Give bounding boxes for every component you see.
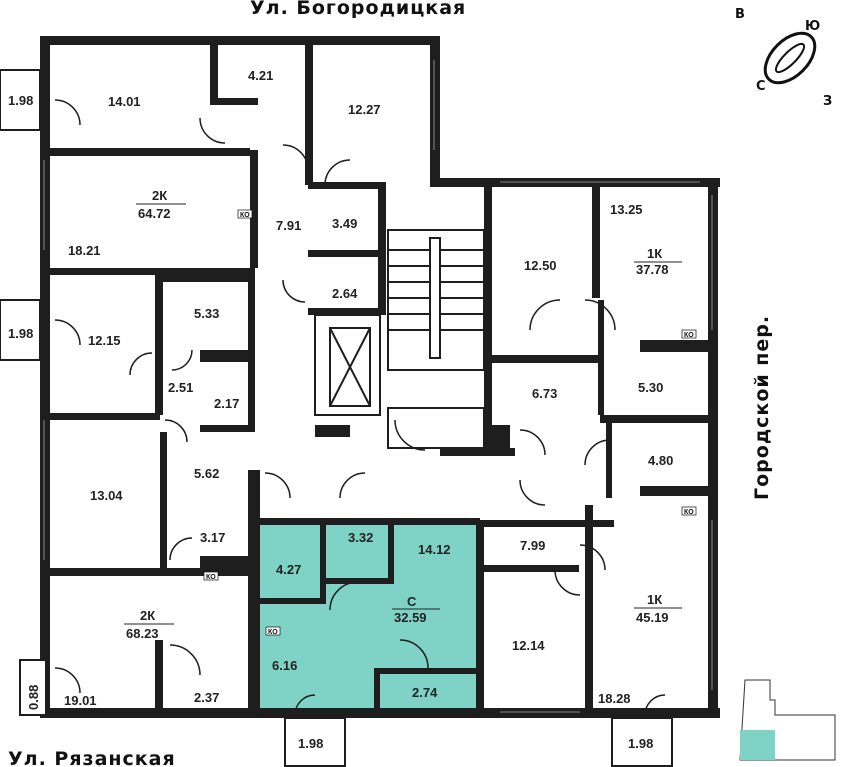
apt-s-area: 32.59 bbox=[394, 610, 427, 625]
balcony-br-area: 1.98 bbox=[628, 736, 653, 751]
room-14-01: 14.01 bbox=[108, 94, 141, 109]
room-5-33: 5.33 bbox=[194, 306, 219, 321]
compass-icon: В Ю С З bbox=[735, 7, 832, 109]
ko-markers: КО КО КО КО КО bbox=[203, 209, 697, 636]
balcony-bc-area: 1.98 bbox=[298, 736, 323, 751]
room-18-21: 18.21 bbox=[68, 243, 101, 258]
room-19-01: 19.01 bbox=[64, 693, 97, 708]
room-4-27: 4.27 bbox=[276, 562, 301, 577]
balcony-ml-area: 1.98 bbox=[8, 326, 33, 341]
room-3-32: 3.32 bbox=[348, 530, 373, 545]
apt-2k-top-type: 2К bbox=[152, 188, 167, 203]
ko-marker: КО bbox=[240, 212, 250, 219]
locator-map bbox=[739, 679, 836, 761]
street-right: Городской пер. bbox=[751, 315, 773, 500]
room-14-12: 14.12 bbox=[418, 542, 451, 557]
ko-marker: КО bbox=[684, 509, 694, 516]
room-7-99: 7.99 bbox=[520, 538, 545, 553]
street-bottom: Ул. Рязанская bbox=[8, 748, 176, 767]
room-2-51: 2.51 bbox=[168, 380, 193, 395]
room-5-30: 5.30 bbox=[638, 380, 663, 395]
compass-west: З bbox=[823, 94, 832, 109]
room-13-25: 13.25 bbox=[610, 202, 643, 217]
apt-1k-top-type: 1К bbox=[647, 246, 662, 261]
room-12-15: 12.15 bbox=[88, 333, 121, 348]
apt-1k-bot-type: 1К bbox=[647, 592, 662, 607]
ko-marker: КО bbox=[206, 574, 216, 581]
compass-south: Ю bbox=[805, 19, 820, 34]
room-4-21: 4.21 bbox=[248, 68, 273, 83]
balconies bbox=[0, 69, 673, 767]
apt-2k-bot-area: 68.23 bbox=[126, 626, 159, 641]
studio-walls bbox=[255, 518, 480, 713]
interior-walls bbox=[50, 45, 710, 715]
street-top: Ул. Богородицкая bbox=[250, 0, 466, 19]
room-2-17: 2.17 bbox=[214, 396, 239, 411]
room-12-14: 12.14 bbox=[512, 638, 545, 653]
compass-north: С bbox=[756, 79, 766, 94]
ko-marker: КО bbox=[268, 629, 278, 636]
apt-s-type: С bbox=[407, 594, 417, 609]
room-12-50: 12.50 bbox=[524, 258, 557, 273]
balcony-bl-area: 0.88 bbox=[26, 685, 41, 710]
room-6-73: 6.73 bbox=[532, 386, 557, 401]
room-4-80: 4.80 bbox=[648, 453, 673, 468]
doors bbox=[54, 99, 666, 716]
room-3-49: 3.49 bbox=[332, 216, 357, 231]
apt-2k-bot-type: 2К bbox=[140, 608, 155, 623]
compass-east: В bbox=[735, 7, 745, 22]
studio-highlight[interactable] bbox=[260, 522, 476, 708]
room-labels: 1.98 14.01 4.21 12.27 2К 64.72 18.21 7.9… bbox=[8, 68, 682, 751]
ko-marker: КО bbox=[684, 332, 694, 339]
apt-2k-top-area: 64.72 bbox=[138, 206, 171, 221]
room-6-16: 6.16 bbox=[272, 658, 297, 673]
room-3-17: 3.17 bbox=[200, 530, 225, 545]
room-2-37: 2.37 bbox=[194, 690, 219, 705]
room-2-64: 2.64 bbox=[332, 286, 358, 301]
room-18-28: 18.28 bbox=[598, 691, 631, 706]
room-7-91: 7.91 bbox=[276, 218, 301, 233]
windows bbox=[43, 60, 713, 713]
apt-1k-top-area: 37.78 bbox=[636, 262, 669, 277]
room-2-74: 2.74 bbox=[412, 685, 438, 700]
room-5-62: 5.62 bbox=[194, 466, 219, 481]
elevator-shaft bbox=[314, 314, 381, 437]
balcony-tl-area: 1.98 bbox=[8, 93, 33, 108]
apt-1k-bot-area: 45.19 bbox=[636, 610, 669, 625]
room-12-27: 12.27 bbox=[348, 102, 381, 117]
room-13-04: 13.04 bbox=[90, 488, 123, 503]
stairs bbox=[387, 229, 485, 449]
